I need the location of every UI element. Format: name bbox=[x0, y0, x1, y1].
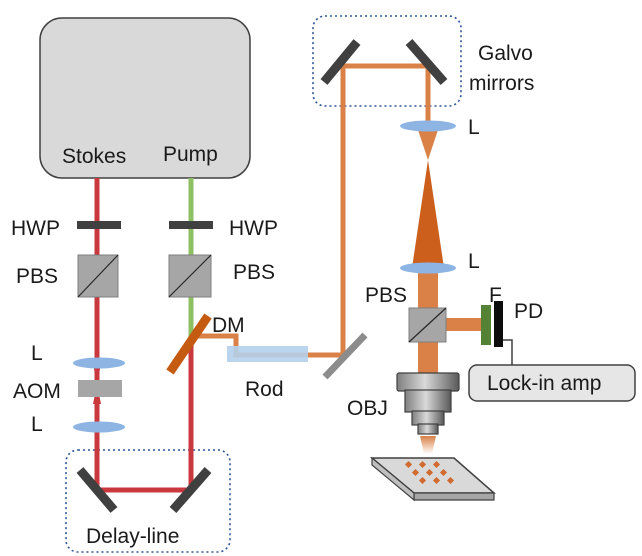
lockin-label: Lock-in amp bbox=[487, 372, 602, 395]
galvo-mirror-left bbox=[320, 39, 361, 85]
pd-label: PD bbox=[514, 300, 544, 323]
hwp-plate-left bbox=[77, 221, 121, 229]
delay-line-box bbox=[65, 449, 231, 553]
focus-cone bbox=[420, 436, 436, 454]
objective-lens bbox=[396, 372, 460, 435]
delay-mirror-right bbox=[169, 467, 212, 513]
turning-mirror bbox=[322, 332, 368, 380]
lens-scan-top bbox=[400, 120, 456, 132]
photodiode bbox=[494, 301, 503, 347]
lens-label-scan-bottom: L bbox=[468, 250, 480, 273]
galvo-mirrors-box bbox=[312, 15, 462, 107]
lens-label-aom-top: L bbox=[31, 342, 43, 365]
aom-crystal bbox=[78, 380, 122, 397]
pbs-label-right: PBS bbox=[233, 261, 276, 284]
pbs-cube-detect bbox=[408, 307, 447, 343]
pd-cable bbox=[503, 339, 513, 365]
filter-label: F bbox=[489, 284, 502, 307]
pbs-cube-right bbox=[168, 254, 212, 298]
pump-label: Pump bbox=[163, 143, 218, 166]
dm-label: DM bbox=[212, 314, 245, 337]
rod-label: Rod bbox=[245, 378, 284, 401]
laser-source-box bbox=[39, 17, 251, 179]
rod bbox=[227, 346, 308, 362]
sample-slide bbox=[369, 456, 496, 502]
pbs-label-left: PBS bbox=[16, 265, 59, 288]
pbs-label-detect: PBS bbox=[365, 284, 408, 307]
delay-mirror-left bbox=[76, 467, 118, 513]
stokes-beam bbox=[94, 178, 194, 493]
delay-line-label: Delay-line bbox=[86, 525, 180, 548]
galvo-label-line2: mirrors bbox=[469, 72, 535, 95]
galvo-mirror-right bbox=[405, 39, 448, 85]
obj-label: OBJ bbox=[347, 397, 388, 420]
stokes-label: Stokes bbox=[62, 145, 127, 168]
lens-aom-bottom bbox=[73, 421, 125, 433]
filter bbox=[481, 305, 491, 345]
scan-beam-diverge bbox=[412, 160, 444, 268]
hwp-label-right: HWP bbox=[229, 217, 278, 240]
lens-label-scan-top: L bbox=[468, 116, 480, 139]
hwp-plate-right bbox=[169, 221, 213, 229]
hwp-label-left: HWP bbox=[11, 217, 60, 240]
lens-aom-top bbox=[73, 357, 125, 369]
aom-label: AOM bbox=[13, 380, 61, 403]
lockin-box bbox=[468, 364, 636, 402]
aom-focus-upper bbox=[93, 364, 101, 384]
sample-spots bbox=[404, 460, 455, 485]
dichroic-mirror bbox=[166, 313, 212, 375]
scan-beam-converge bbox=[416, 124, 440, 160]
pbs-cube-left bbox=[77, 254, 119, 298]
lens-label-aom-bottom: L bbox=[31, 413, 43, 436]
lens-scan-bottom bbox=[400, 262, 456, 274]
galvo-label-line1: Galvo bbox=[478, 42, 533, 65]
